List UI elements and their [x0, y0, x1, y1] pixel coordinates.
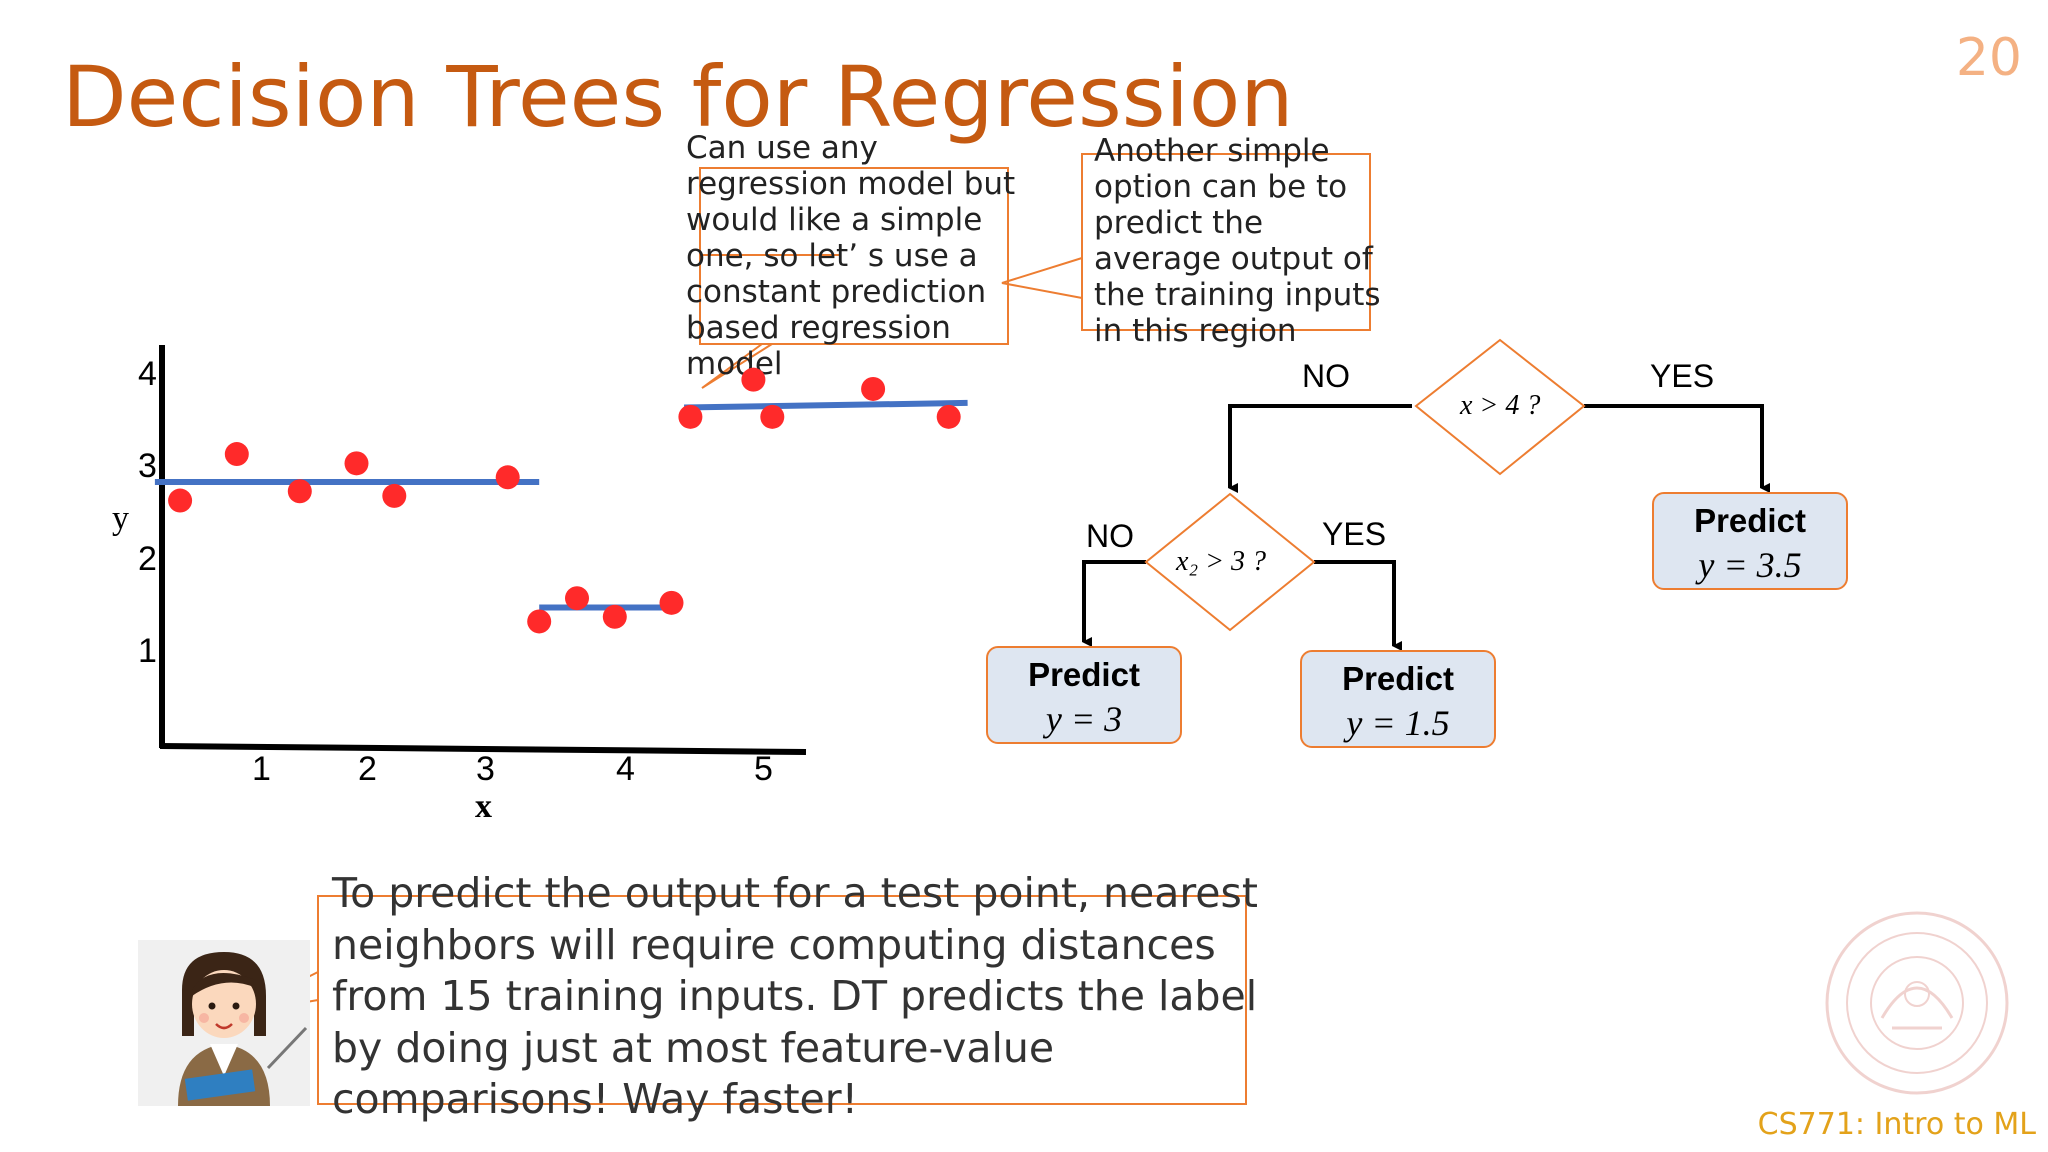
root-yes-label: YES — [1650, 358, 1715, 394]
data-point — [602, 604, 627, 629]
constant-prediction-line — [684, 399, 968, 411]
bottom-callout-text: To predict the output for a test point, … — [332, 868, 1258, 1126]
root-condition: x > 4 ? — [1460, 390, 1541, 421]
leaf-value: y = 3 — [1045, 699, 1123, 739]
y-axis-label: y — [112, 500, 129, 537]
data-point — [678, 404, 703, 429]
callout-line: in this region — [1094, 313, 1297, 349]
data-point — [344, 451, 369, 476]
data-point — [760, 404, 785, 429]
data-point — [861, 376, 886, 401]
root-yes-edge — [1584, 404, 1770, 493]
callout-line: constant prediction — [686, 274, 987, 310]
x-tick-label: 3 — [476, 750, 495, 788]
data-point — [936, 404, 961, 429]
slide-number: 20 — [1955, 28, 2022, 88]
child-decision-node — [1144, 492, 1316, 632]
data-point — [224, 442, 249, 467]
course-label: CS771: Intro to ML — [1757, 1107, 2036, 1142]
callout-left-text: Can use any regression model but would l… — [686, 130, 1015, 382]
callout-left-pointer — [701, 343, 773, 389]
x-axis — [159, 743, 807, 755]
callout-line: Can use any — [686, 130, 878, 166]
callout-line: would like a simple — [686, 202, 983, 238]
leaf-predict-1-5: Predict y = 1.5 — [1300, 650, 1496, 748]
teacher-avatar — [138, 940, 310, 1106]
y-tick-label: 3 — [138, 447, 157, 485]
callout-line: one, so let’ s use a — [686, 238, 978, 274]
leaf-predict-3: Predict y = 3 — [986, 646, 1182, 744]
x-tick-label: 2 — [358, 750, 377, 788]
y-tick-label: 4 — [138, 355, 157, 393]
callout-line: Another simple — [1094, 133, 1330, 169]
root-no-edge — [1228, 404, 1412, 493]
slide-title: Decision Trees for Regression — [62, 48, 1294, 146]
callout-line: average output of — [1094, 241, 1373, 277]
x-tick-label: 4 — [616, 750, 635, 788]
root-no-label: NO — [1302, 358, 1350, 394]
data-point — [287, 479, 312, 504]
data-point — [382, 483, 407, 508]
callout-line: option can be to — [1094, 169, 1348, 205]
callout-line: comparisons! Way faster! — [332, 1075, 859, 1123]
x-tick-label: 5 — [754, 750, 773, 788]
callout-right-pointer — [1001, 257, 1083, 299]
child-condition: x₂ > 3 ? — [1176, 546, 1267, 577]
leaf-predict-3-5: Predict y = 3.5 — [1652, 492, 1848, 590]
callout-line: based regression — [686, 310, 951, 346]
callout-line: regression model but — [686, 166, 1016, 202]
callout-right-box — [1081, 153, 1371, 331]
root-decision-node — [1414, 338, 1586, 476]
child-yes-edge — [1314, 560, 1402, 651]
data-point — [565, 586, 589, 611]
callout-line: model — [686, 346, 783, 382]
data-point — [495, 465, 520, 490]
child-yes-label: YES — [1322, 516, 1387, 552]
y-tick-label: 2 — [138, 540, 157, 578]
callout-line: the training inputs — [1094, 277, 1381, 313]
data-point — [168, 488, 193, 513]
leaf-title: Predict — [1694, 502, 1806, 539]
callout-left-box — [699, 167, 1009, 345]
callout-line: neighbors will require computing distanc… — [332, 920, 1216, 969]
callout-line: by doing just at most feature-value — [332, 1023, 1055, 1072]
callout-line: predict the — [1094, 205, 1264, 241]
callout-line: from 15 training inputs. DT predicts the… — [332, 972, 1258, 1020]
child-no-label: NO — [1086, 518, 1134, 554]
callout-line: To predict the output for a test point, … — [332, 869, 1258, 917]
leaf-title: Predict — [1028, 656, 1140, 693]
data-point — [527, 609, 552, 634]
x-tick-label: 1 — [252, 750, 271, 788]
child-no-edge — [1082, 560, 1146, 647]
data-point — [741, 367, 766, 392]
x-axis-label: x — [475, 788, 492, 825]
callout-right-text: Another simple option can be to predict … — [1094, 133, 1381, 349]
institute-seal — [1825, 911, 2009, 1095]
leaf-value: y = 3.5 — [1698, 545, 1802, 585]
data-point — [659, 590, 684, 615]
leaf-value: y = 1.5 — [1346, 703, 1450, 743]
y-tick-label: 1 — [138, 632, 157, 670]
leaf-title: Predict — [1342, 660, 1454, 697]
